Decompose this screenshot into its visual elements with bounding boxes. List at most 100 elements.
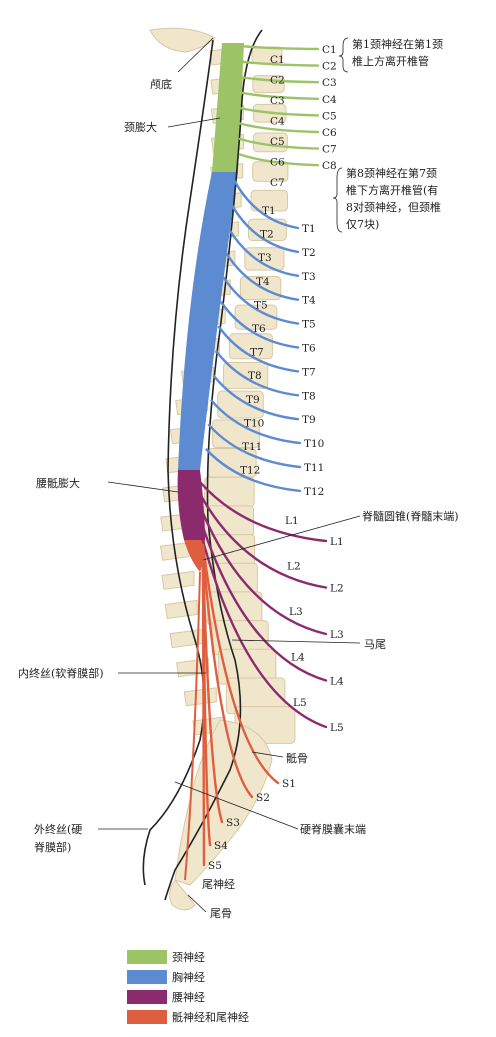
vertebra-label-l1: L1	[285, 515, 299, 527]
c8-note-brace	[332, 167, 343, 233]
vertebra-label-t3: T3	[258, 252, 272, 264]
nerve-label-l5: L5	[330, 722, 344, 734]
spinal-cord	[142, 29, 263, 901]
nerve-t5	[222, 276, 300, 325]
vertebra-label-c4: C4	[270, 116, 285, 128]
legend-label: 骶神经和尾神经	[172, 1010, 249, 1024]
vertebra-label-t7: T7	[250, 347, 264, 359]
nerve-label-l3: L3	[330, 629, 344, 641]
spinous-process	[183, 687, 217, 707]
nerve-label-t12: T12	[304, 486, 324, 498]
filum-internum-label: 内终丝(软脊膜部)	[18, 666, 104, 680]
nerve-c3	[238, 75, 320, 84]
nerve-label-l2: L2	[330, 583, 344, 595]
nerve-c5	[238, 106, 320, 117]
vertebra-label-t12: T12	[240, 465, 260, 477]
dural-sac-end-leader	[174, 781, 299, 830]
dural-sac-end-label: 硬脊膜囊末端	[300, 822, 366, 836]
lumbar-segment	[177, 470, 205, 540]
nerve-label-t6: T6	[302, 343, 316, 355]
nerve-label-s1: S1	[282, 778, 296, 790]
nerve-l1	[198, 480, 328, 543]
nerve-label-c5: C5	[322, 110, 337, 122]
nerve-label-t7: T7	[302, 366, 316, 378]
vertebra-label-t4: T4	[256, 276, 270, 288]
legend-label: 胸神经	[172, 970, 205, 984]
nerve-t12	[205, 448, 302, 493]
skull-base-bone	[149, 27, 216, 53]
skull-base-leader	[177, 37, 214, 73]
vertebra-label-t6: T6	[252, 323, 266, 335]
nerve-t2	[230, 203, 300, 254]
vertebra-t4	[228, 333, 273, 360]
leader-lines	[98, 37, 361, 913]
sacrum-leader	[251, 751, 284, 758]
vertebra-t1	[244, 247, 285, 271]
vertebra-c6	[250, 189, 289, 212]
thoracic-segment	[178, 172, 238, 470]
nerve-t9	[212, 374, 300, 421]
vertebra-label-c6: C6	[270, 157, 285, 169]
spinous-process	[164, 599, 198, 620]
vertebra-label-c1: C1	[270, 54, 285, 66]
nerve-s3	[201, 555, 224, 824]
nerve-label-l1: L1	[330, 536, 344, 548]
vertebra-label-c3: C3	[270, 95, 285, 107]
coccyx-bone	[169, 879, 196, 911]
nerve-label-s4: S4	[214, 840, 228, 852]
dura-outline-right	[164, 29, 263, 901]
nerve-t6	[220, 301, 300, 349]
spinous-process	[161, 570, 195, 590]
nerve-label-t3: T3	[302, 271, 316, 283]
vertebra-label-t2: T2	[260, 229, 274, 241]
vertebra-label-l3: L3	[289, 606, 303, 618]
sacral-segment	[184, 540, 205, 572]
c1-note-line-2: 椎上方离开椎管	[352, 54, 429, 68]
nerve-label-s3: S3	[226, 817, 240, 829]
nerve-label-t11: T11	[304, 462, 324, 474]
nerve-c8	[238, 153, 320, 167]
nerve-label-c6: C6	[322, 127, 337, 139]
vertebra-label-t8: T8	[248, 370, 262, 382]
nerve-label-t9: T9	[302, 414, 316, 426]
vertebra-label-t1: T1	[262, 205, 276, 217]
cervical-segment	[212, 43, 244, 172]
c8-note-line-3: 8对颈神经，但颈椎	[346, 200, 441, 214]
vertebra-label-c5: C5	[270, 136, 285, 148]
cauda-equina-label: 马尾	[364, 638, 386, 651]
nerve-c6	[238, 122, 320, 134]
nerve-c4	[238, 91, 320, 100]
cervical-enlargement-leader	[167, 117, 221, 128]
nerve-s2	[201, 549, 254, 799]
c8-note-line-4: 仅7块)	[346, 218, 379, 231]
vertebra-t6	[217, 390, 264, 419]
coccyx-label: 尾骨	[210, 907, 232, 920]
legend-label: 颈神经	[172, 950, 205, 964]
legend-swatch	[127, 950, 167, 964]
nerve-label-c1: C1	[322, 44, 337, 56]
filum-externum-label-1: 外终丝(硬	[34, 822, 82, 836]
cervical-enlargement-label: 颈膨大	[124, 120, 157, 134]
c8-note-line-1: 第8颈神经在第7颈	[346, 166, 437, 180]
spinal-nerves	[184, 44, 328, 881]
legend-label: 腰神经	[172, 990, 205, 1004]
vertebra-label-l2: L2	[287, 561, 301, 573]
vertebra-label-t9: T9	[246, 394, 260, 406]
c1-note-line-1: 第1颈神经在第1颈	[352, 37, 443, 51]
nerve-l4	[198, 516, 328, 682]
nerve-t3	[227, 227, 300, 277]
nerve-label-t10: T10	[304, 438, 324, 450]
vertebra-t9	[204, 476, 255, 508]
nerve-l2	[198, 492, 328, 589]
nerve-coccygeal	[184, 571, 201, 881]
nerve-s5	[201, 567, 206, 867]
nerve-label-c7: C7	[322, 144, 337, 156]
c8-note-line-2: 椎下方离开椎管(有	[346, 183, 438, 197]
nerve-label-t4: T4	[302, 295, 316, 307]
nerve-t1	[232, 178, 300, 230]
nerve-l5	[198, 528, 328, 729]
skull-base-label: 颅底	[150, 77, 172, 91]
vertebra-label-t5: T5	[254, 299, 268, 311]
